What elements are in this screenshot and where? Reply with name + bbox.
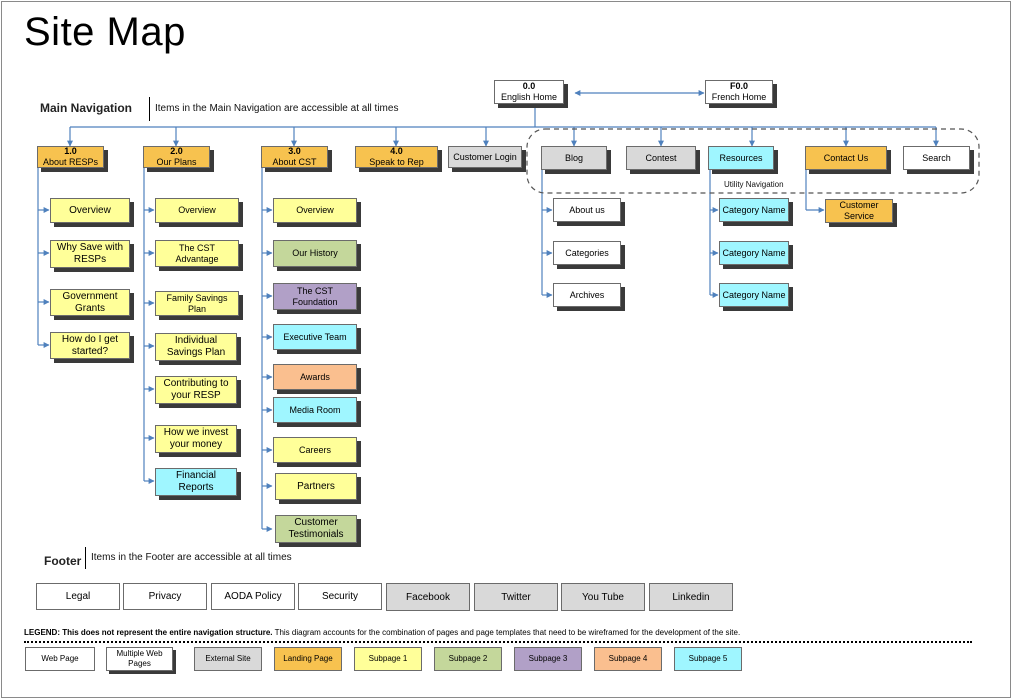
footer-privacy[interactable]: Privacy bbox=[123, 583, 207, 610]
footer-divider bbox=[85, 547, 86, 569]
our-plans-child[interactable]: Family Savings Plan bbox=[155, 291, 239, 316]
french-home-node[interactable]: F0.0 French Home bbox=[705, 80, 773, 104]
resources-node[interactable]: Resources bbox=[708, 146, 774, 170]
legend-landing-page: Landing Page bbox=[274, 647, 342, 671]
about-cst-child[interactable]: The CST Foundation bbox=[273, 283, 357, 310]
french-home-code: F0.0 bbox=[729, 81, 748, 91]
about-resps-label: About RESPs bbox=[42, 157, 99, 167]
blog-child[interactable]: Categories bbox=[553, 241, 621, 265]
legend-subpage-1: Subpage 1 bbox=[354, 647, 422, 671]
footer-facebook[interactable]: Facebook bbox=[386, 583, 470, 611]
legend-bold: LEGEND: This does not represent the enti… bbox=[24, 628, 273, 637]
legend-multiple-web-pages: Multiple Web Pages bbox=[106, 647, 173, 671]
about-cst-child[interactable]: Overview bbox=[273, 198, 357, 223]
main-nav-note: Items in the Main Navigation are accessi… bbox=[155, 103, 399, 114]
legend-web-page: Web Page bbox=[25, 647, 95, 671]
our-plans-child[interactable]: Overview bbox=[155, 198, 239, 223]
about-resps-code: 1.0 bbox=[64, 146, 77, 156]
english-home-label: English Home bbox=[500, 92, 558, 102]
footer-label: Footer bbox=[44, 554, 82, 568]
customer-login-node[interactable]: Customer Login bbox=[448, 146, 522, 168]
our-plans-code: 2.0 bbox=[170, 146, 183, 156]
footer-linkedin[interactable]: Linkedin bbox=[649, 583, 733, 611]
about-cst-code: 3.0 bbox=[288, 146, 301, 156]
footer-twitter[interactable]: Twitter bbox=[474, 583, 558, 611]
blog-child[interactable]: About us bbox=[553, 198, 621, 222]
about-resps-child[interactable]: How do I get started? bbox=[50, 332, 130, 359]
footer-legal[interactable]: Legal bbox=[36, 583, 120, 610]
footer-youtube[interactable]: You Tube bbox=[561, 583, 645, 611]
about-resps-child[interactable]: Overview bbox=[50, 198, 130, 223]
legend-description: LEGEND: This does not represent the enti… bbox=[24, 628, 740, 637]
about-cst-child[interactable]: Our History bbox=[273, 240, 357, 267]
resources-child[interactable]: Category Name bbox=[719, 283, 789, 307]
contact-us-child[interactable]: Customer Service bbox=[825, 199, 893, 223]
our-plans-child[interactable]: The CST Advantage bbox=[155, 240, 239, 267]
contact-us-node[interactable]: Contact Us bbox=[805, 146, 887, 170]
legend-subpage-2: Subpage 2 bbox=[434, 647, 502, 671]
our-plans-label: Our Plans bbox=[156, 157, 197, 167]
speak-to-rep-node[interactable]: 4.0 Speak to Rep bbox=[355, 146, 438, 168]
blog-child[interactable]: Archives bbox=[553, 283, 621, 307]
main-nav-divider bbox=[149, 97, 150, 121]
english-home-code: 0.0 bbox=[522, 81, 536, 91]
our-plans-child[interactable]: Contributing to your RESP bbox=[155, 376, 237, 404]
about-cst-node[interactable]: 3.0 About CST bbox=[261, 146, 328, 168]
about-cst-label: About CST bbox=[272, 157, 317, 167]
page-title: Site Map bbox=[24, 10, 186, 54]
legend-subpage-3: Subpage 3 bbox=[514, 647, 582, 671]
contest-node[interactable]: Contest bbox=[626, 146, 696, 170]
resources-child[interactable]: Category Name bbox=[719, 241, 789, 265]
footer-note: Items in the Footer are accessible at al… bbox=[91, 552, 292, 563]
our-plans-node[interactable]: 2.0 Our Plans bbox=[143, 146, 210, 168]
legend-divider bbox=[24, 641, 972, 643]
about-cst-child[interactable]: Media Room bbox=[273, 397, 357, 423]
legend-subpage-4: Subpage 4 bbox=[594, 647, 662, 671]
about-resps-child[interactable]: Government Grants bbox=[50, 289, 130, 316]
about-cst-child[interactable]: Executive Team bbox=[273, 324, 357, 350]
search-node[interactable]: Search bbox=[903, 146, 970, 170]
about-resps-node[interactable]: 1.0 About RESPs bbox=[37, 146, 104, 168]
our-plans-child[interactable]: Individual Savings Plan bbox=[155, 333, 237, 361]
about-cst-child[interactable]: Customer Testimonials bbox=[275, 515, 357, 543]
legend-subpage-5: Subpage 5 bbox=[674, 647, 742, 671]
english-home-node[interactable]: 0.0 English Home bbox=[494, 80, 564, 104]
about-resps-child[interactable]: Why Save with RESPs bbox=[50, 240, 130, 268]
about-cst-child[interactable]: Partners bbox=[275, 473, 357, 500]
legend-text: This diagram accounts for the combinatio… bbox=[272, 628, 741, 637]
footer-security[interactable]: Security bbox=[298, 583, 382, 610]
legend-external-site: External Site bbox=[194, 647, 262, 671]
footer-aoda-policy[interactable]: AODA Policy bbox=[211, 583, 295, 610]
speak-to-rep-label: Speak to Rep bbox=[369, 157, 424, 167]
main-nav-label: Main Navigation bbox=[40, 101, 133, 115]
french-home-label: French Home bbox=[711, 92, 767, 102]
our-plans-child[interactable]: Financial Reports bbox=[155, 468, 237, 496]
speak-to-rep-code: 4.0 bbox=[390, 146, 403, 156]
resources-child[interactable]: Category Name bbox=[719, 198, 789, 222]
blog-node[interactable]: Blog bbox=[541, 146, 607, 170]
our-plans-child[interactable]: How we invest your money bbox=[155, 425, 237, 453]
about-cst-child[interactable]: Careers bbox=[273, 437, 357, 463]
about-cst-child[interactable]: Awards bbox=[273, 364, 357, 390]
utility-nav-label: Utility Navigation bbox=[724, 180, 784, 189]
